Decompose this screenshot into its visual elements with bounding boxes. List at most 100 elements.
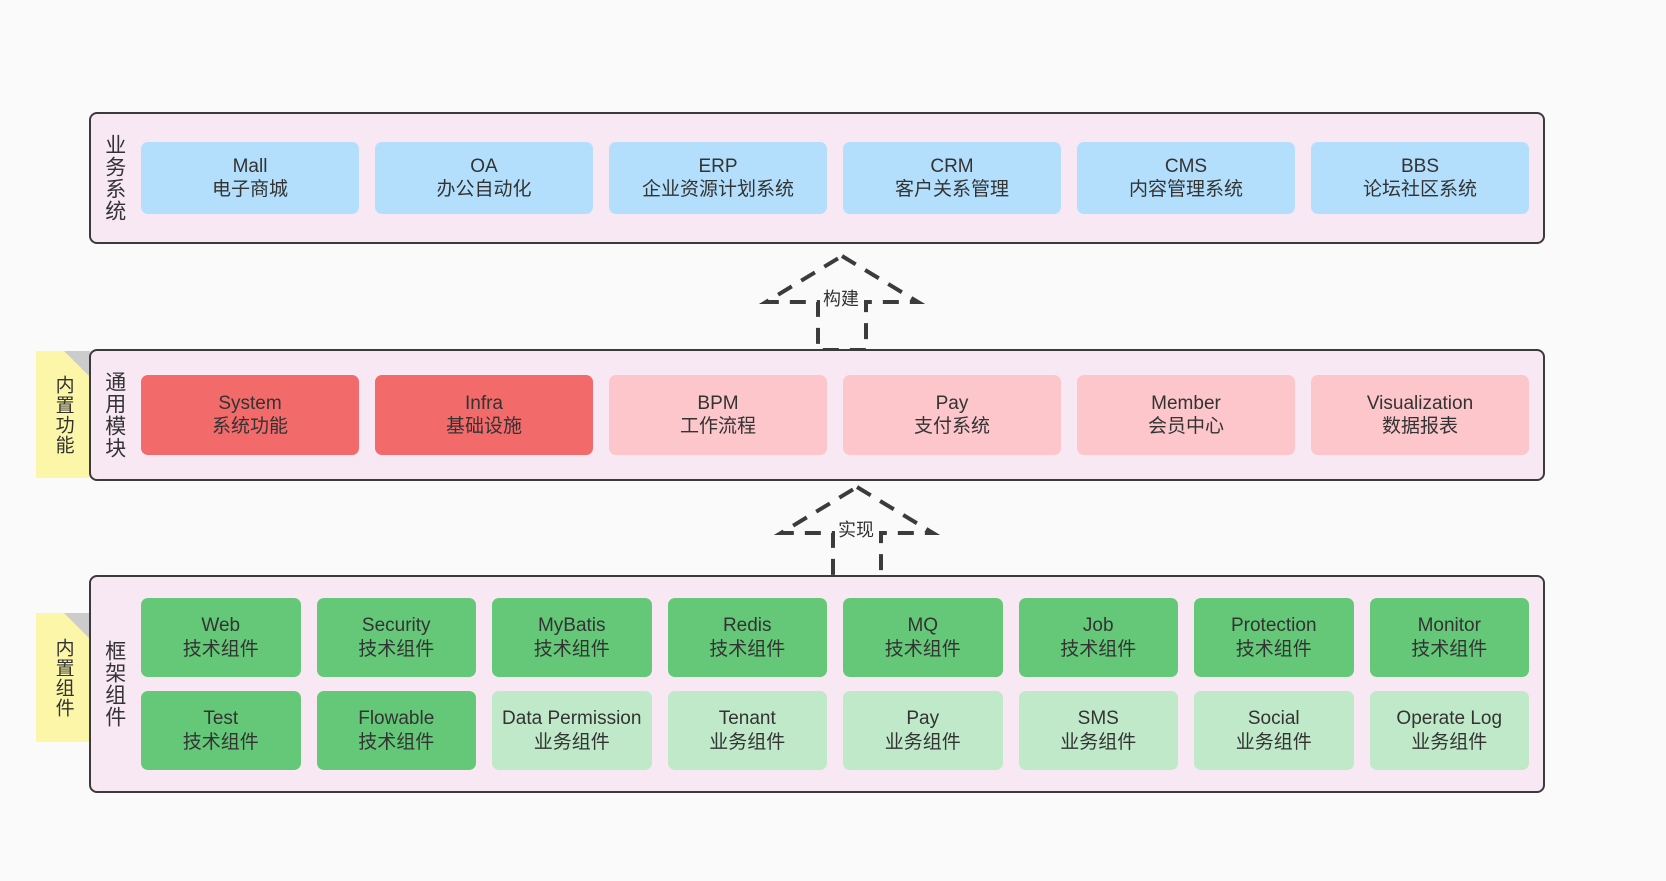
connector-build: 构建 [742, 250, 942, 355]
card-title-en: Visualization [1366, 392, 1474, 414]
card-title-cn: 支付系统 [913, 416, 990, 437]
card-title-cn: 业务组件 [884, 731, 961, 753]
generalization-arrow-icon [773, 484, 941, 583]
card-title-cn: 技术组件 [1235, 638, 1312, 660]
card-bpm[interactable]: BPM 工作流程 [609, 375, 827, 455]
card-operate-log[interactable]: Operate Log 业务组件 [1369, 691, 1529, 770]
page-fold-icon [64, 351, 90, 377]
card-data-permission[interactable]: Data Permission 业务组件 [492, 691, 652, 770]
card-title-cn: 电子商城 [211, 179, 288, 200]
layer-common-modules: 通用模块 System 系统功能 Infra 基础设施 BPM 工作流程 Pay… [89, 349, 1545, 481]
card-title-cn: 内容管理系统 [1128, 179, 1243, 200]
connector-implement: 实现 [757, 481, 957, 586]
card-title-cn: 技术组件 [182, 638, 259, 660]
card-security[interactable]: Security 技术组件 [316, 598, 476, 677]
card-title-en: MyBatis [537, 615, 606, 637]
connector-implement-label: 实现 [835, 520, 877, 541]
card-title-en: Mall [232, 155, 268, 177]
card-erp[interactable]: ERP 企业资源计划系统 [609, 142, 827, 214]
layer-business-label: 业务系统 [102, 134, 126, 222]
card-pay[interactable]: Pay 支付系统 [843, 375, 1061, 455]
card-title-en: BPM [697, 392, 739, 414]
card-title-cn: 会员中心 [1147, 416, 1224, 437]
card-web[interactable]: Web 技术组件 [141, 598, 301, 677]
card-pay-component[interactable]: Pay 业务组件 [843, 691, 1003, 770]
card-oa[interactable]: OA 办公自动化 [375, 142, 593, 214]
sticky-note-builtin-components: 内置组件 [36, 613, 90, 742]
card-title-en: Pay [906, 708, 940, 730]
card-tenant[interactable]: Tenant 业务组件 [667, 691, 827, 770]
card-social[interactable]: Social 业务组件 [1194, 691, 1354, 770]
card-title-en: Test [203, 708, 239, 730]
card-title-en: SMS [1077, 708, 1119, 730]
card-title-cn: 技术组件 [358, 731, 435, 753]
framework-row-technical: Web 技术组件 Security 技术组件 MyBatis 技术组件 Redi… [141, 598, 1529, 677]
card-title-en: System [218, 392, 282, 414]
card-title-cn: 业务组件 [1411, 731, 1488, 753]
card-protection[interactable]: Protection 技术组件 [1194, 598, 1354, 677]
card-crm[interactable]: CRM 客户关系管理 [843, 142, 1061, 214]
card-member[interactable]: Member 会员中心 [1077, 375, 1295, 455]
card-cms[interactable]: CMS 内容管理系统 [1077, 142, 1295, 214]
card-title-cn: 技术组件 [1060, 638, 1137, 660]
card-bbs[interactable]: BBS 论坛社区系统 [1311, 142, 1529, 214]
card-title-en: OA [470, 155, 498, 177]
card-monitor[interactable]: Monitor 技术组件 [1369, 598, 1529, 677]
card-title-cn: 工作流程 [679, 416, 756, 437]
card-mall[interactable]: Mall 电子商城 [141, 142, 359, 214]
card-title-en: Monitor [1417, 615, 1481, 637]
card-title-en: ERP [698, 155, 738, 177]
card-mq[interactable]: MQ 技术组件 [843, 598, 1003, 677]
card-visualization[interactable]: Visualization 数据报表 [1311, 375, 1529, 455]
sticky-note-label: 内置组件 [52, 637, 74, 718]
layer-modules-label: 通用模块 [102, 371, 126, 459]
card-title-en: Job [1082, 615, 1114, 637]
card-title-en: CRM [930, 155, 974, 177]
card-title-en: Protection [1230, 615, 1317, 637]
sticky-note-label: 内置功能 [52, 374, 74, 455]
card-title-en: MQ [907, 615, 939, 637]
card-mybatis[interactable]: MyBatis 技术组件 [492, 598, 652, 677]
card-title-en: Social [1247, 708, 1300, 730]
card-title-en: Infra [464, 392, 504, 414]
card-title-cn: 企业资源计划系统 [641, 179, 794, 200]
card-title-cn: 业务组件 [709, 731, 786, 753]
card-title-cn: 技术组件 [884, 638, 961, 660]
card-title-en: Pay [935, 392, 969, 414]
card-title-en: Tenant [718, 708, 776, 730]
card-title-cn: 业务组件 [1235, 731, 1312, 753]
card-title-cn: 客户关系管理 [894, 179, 1009, 200]
page-fold-icon [64, 613, 90, 639]
card-title-cn: 数据报表 [1381, 416, 1458, 437]
card-title-cn: 业务组件 [533, 731, 610, 753]
card-sms[interactable]: SMS 业务组件 [1018, 691, 1178, 770]
card-title-cn: 技术组件 [533, 638, 610, 660]
card-title-en: Data Permission [502, 708, 642, 730]
card-infra[interactable]: Infra 基础设施 [375, 375, 593, 455]
card-title-cn: 业务组件 [1060, 731, 1137, 753]
card-system[interactable]: System 系统功能 [141, 375, 359, 455]
generalization-arrow-icon [758, 253, 926, 352]
connector-build-label: 构建 [820, 289, 862, 310]
sticky-note-builtin-features: 内置功能 [36, 351, 90, 478]
card-title-cn: 技术组件 [358, 638, 435, 660]
card-job[interactable]: Job 技术组件 [1018, 598, 1178, 677]
card-title-en: Redis [722, 615, 772, 637]
layer-framework-label: 框架组件 [102, 640, 126, 728]
card-flowable[interactable]: Flowable 技术组件 [316, 691, 476, 770]
card-title-en: BBS [1400, 155, 1440, 177]
card-title-en: Security [361, 615, 431, 637]
card-title-cn: 论坛社区系统 [1362, 179, 1477, 200]
framework-row-business: Test 技术组件 Flowable 技术组件 Data Permission … [141, 691, 1529, 770]
card-title-cn: 技术组件 [182, 731, 259, 753]
layer-framework-components: 框架组件 Web 技术组件 Security 技术组件 MyBatis 技术组件… [89, 575, 1545, 793]
layer-business-cards: Mall 电子商城 OA 办公自动化 ERP 企业资源计划系统 CRM 客户关系… [137, 114, 1543, 242]
card-test[interactable]: Test 技术组件 [141, 691, 301, 770]
layer-business-systems: 业务系统 Mall 电子商城 OA 办公自动化 ERP 企业资源计划系统 CRM… [89, 112, 1545, 244]
card-redis[interactable]: Redis 技术组件 [667, 598, 827, 677]
card-title-en: CMS [1164, 155, 1208, 177]
layer-framework-cards: Web 技术组件 Security 技术组件 MyBatis 技术组件 Redi… [137, 577, 1543, 791]
card-title-cn: 技术组件 [709, 638, 786, 660]
card-title-en: Web [201, 615, 241, 637]
card-title-cn: 办公自动化 [436, 179, 532, 200]
